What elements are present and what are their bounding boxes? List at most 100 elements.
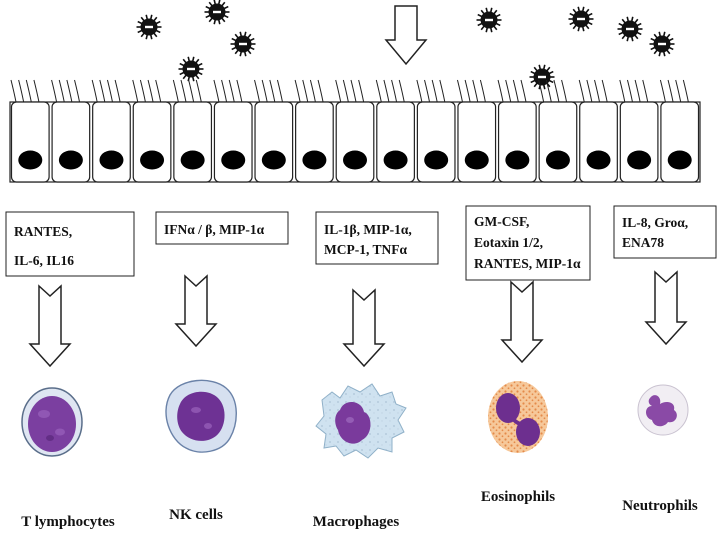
cell-nucleus [99,150,124,170]
mediator-line: GM-CSF, [474,214,529,229]
cilium [335,79,342,103]
mediator-box: IL-1β, MIP-1α, MCP-1, TNFα [315,211,439,265]
cell-nucleus [18,150,43,170]
cilium [147,79,154,103]
epithelial-cell [92,101,131,183]
cilium [213,79,220,103]
epithelial-cell [51,101,91,183]
virus-icon [230,31,256,57]
mediator-line: RANTES, MIP-1α [474,256,581,271]
cell-type-label: T lymphocytes [21,514,115,530]
cilium [25,79,32,103]
cell-type-label: Neutrophils [622,498,698,514]
cilium [497,79,504,103]
mediator-line: MCP-1, TNFα [324,242,407,257]
epithelial-cell [376,101,415,183]
cilium [172,79,179,103]
virus-icon [136,14,162,40]
virus-icon [649,31,675,57]
cilium [228,79,235,103]
cilium [391,79,398,103]
mediator-line: IL-6, IL16 [14,253,74,268]
epithelial-cell [416,101,456,183]
hollow-arrow-icon [384,5,428,66]
cilium [155,79,162,103]
cilium [33,79,40,103]
cell-nucleus [58,150,83,170]
cilium [594,79,601,103]
cilium [74,79,81,103]
cilium [254,79,261,103]
lymphocyte-icon [21,387,83,457]
virus-icon [568,6,594,32]
arrow-group [28,270,688,368]
virus-icon [617,16,643,42]
epithelial-cell [579,101,618,183]
cilium [383,79,390,103]
cilium [682,79,689,103]
cilium [634,79,641,103]
cilium [342,79,349,103]
cilium [545,79,552,103]
hollow-arrow-icon [342,288,386,368]
cell-nucleus [667,150,692,170]
cilium [261,79,268,103]
cilium [398,79,405,103]
cilium [675,79,682,103]
mediator-box: RANTES, IL-6, IL16 [5,211,135,277]
cilium [538,79,545,103]
cilium [479,79,486,103]
cilium [456,79,463,103]
cilium [132,79,139,103]
cilium [18,79,25,103]
cell-nucleus [464,150,489,170]
ciliated-epithelium [9,79,701,183]
cilium [659,79,666,103]
neutrophil-icon [637,384,689,436]
cilium [520,79,527,103]
mediator-box: IFNα / β, MIP-1α [155,211,289,245]
epithelial-cell [538,101,578,183]
cell-nucleus [545,150,570,170]
cilium [317,79,324,103]
cilium [375,79,382,103]
cilium [195,79,202,103]
epithelial-cell [457,101,497,183]
cilium [180,79,187,103]
cilium [58,79,65,103]
eosinophil-icon [488,381,548,453]
cell-type-label: Macrophages [313,514,400,530]
mediator-line: IL-8, Groα, [622,215,688,230]
cilium [561,79,568,103]
virus-icon [529,64,555,90]
cell-type-label: Eosinophils [481,489,555,505]
cilium [512,79,519,103]
epithelial-cell [660,101,700,183]
mediator-line: IL-1β, MIP-1α, [324,222,412,237]
cell-nucleus [383,150,408,170]
cilium [91,79,98,103]
cilium [66,79,73,103]
epithelial-cell [335,101,375,183]
epithelial-cell [497,101,537,183]
cilium [424,79,431,103]
hollow-arrow-icon [28,284,72,368]
hollow-arrow-icon [644,270,688,346]
cell-nucleus [586,150,611,170]
virus-icon [204,0,230,25]
nk-cell-icon [165,379,237,453]
mediator-line: ENA78 [622,235,664,250]
cilium [601,79,608,103]
epithelial-cell [132,101,172,183]
cell-nucleus [180,150,205,170]
cilium [221,79,228,103]
mediator-line: IFNα / β, MIP-1α [164,222,265,237]
cilium [188,79,195,103]
epithelial-cell [173,101,213,183]
cilium [269,79,276,103]
cilium [302,79,309,103]
cilium [236,79,243,103]
cilium [350,79,357,103]
cilium [667,79,674,103]
cilium [464,79,471,103]
